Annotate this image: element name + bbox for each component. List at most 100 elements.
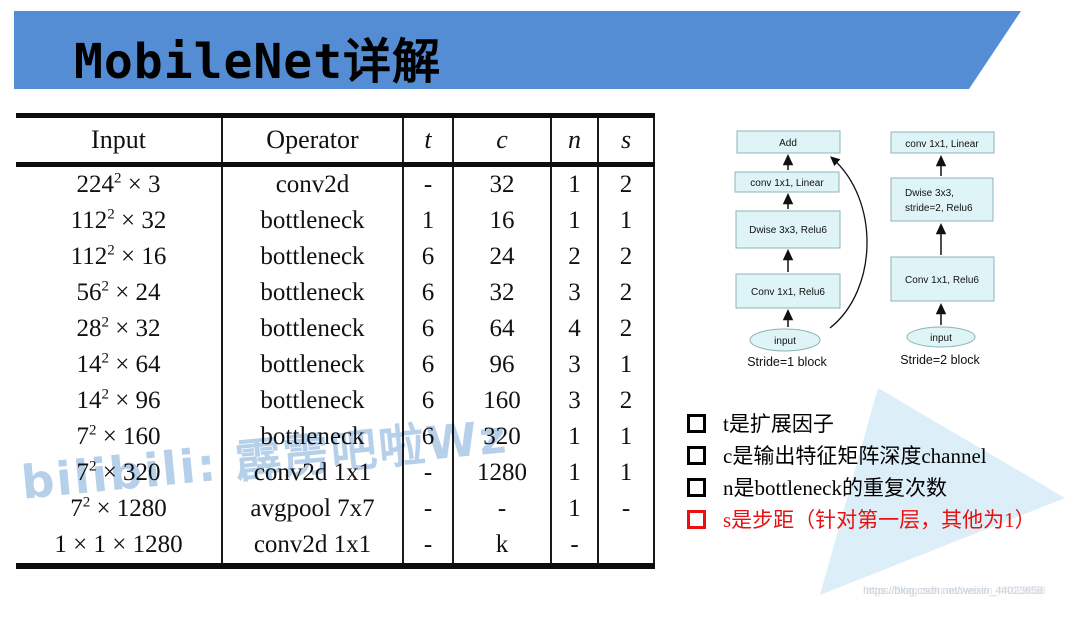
title-banner: MobileNet详解 xyxy=(14,11,1021,89)
t-cell: 6 xyxy=(402,239,453,275)
c-cell: - xyxy=(452,491,551,527)
s-cell xyxy=(597,527,655,566)
note-s: s是步距（针对第一层，其他为1） xyxy=(687,503,1036,535)
s-cell: 2 xyxy=(597,311,655,347)
n-cell: 1 xyxy=(550,419,598,455)
page-title: MobileNet详解 xyxy=(74,34,442,90)
operator-cell: bottleneck xyxy=(221,275,403,311)
block-conv-relu xyxy=(735,273,841,309)
t-cell: 1 xyxy=(402,203,453,239)
col-header-operator: Operator xyxy=(221,115,403,167)
table-header-row: Input Operator t c n s xyxy=(16,115,655,167)
s-cell: 1 xyxy=(597,203,655,239)
block-dwise xyxy=(735,210,841,249)
operator-cell: bottleneck xyxy=(221,347,403,383)
s-cell: 1 xyxy=(597,455,655,491)
input-label: input xyxy=(774,336,796,347)
block-conv-linear xyxy=(734,171,840,193)
c-cell: 32 xyxy=(452,275,551,311)
c-cell: 32 xyxy=(452,164,551,203)
c-cell: k xyxy=(452,527,551,566)
diagram-stride2-block: conv 1x1, Linear Dwise 3x3, stride=2, Re… xyxy=(890,131,995,367)
n-cell: 3 xyxy=(550,383,598,419)
url-watermark: https://blog.csdn.net/weixin_44023658 xyxy=(863,585,1043,597)
c-cell: 24 xyxy=(452,239,551,275)
input-cell: 72 × 160 xyxy=(76,422,161,450)
col-header-t: t xyxy=(402,115,453,167)
block-dwise xyxy=(890,177,994,222)
col-header-input: Input xyxy=(16,115,222,167)
input-cell: 72 × 320 xyxy=(76,458,161,486)
c-cell: 96 xyxy=(452,347,551,383)
block-conv-relu-label: Conv 1x1, Relu6 xyxy=(905,275,979,286)
input-label: input xyxy=(930,333,952,344)
t-cell: 6 xyxy=(402,311,453,347)
n-cell: 1 xyxy=(550,203,598,239)
n-cell: 4 xyxy=(550,311,598,347)
block-dwise-label: Dwise 3x3, Relu6 xyxy=(749,225,827,236)
block-conv-linear-label: conv 1x1, Linear xyxy=(905,139,979,150)
parameter-notes: t是扩展因子 c是输出特征矩阵深度channel n是bottleneck的重复… xyxy=(687,407,1036,535)
square-bullet-icon xyxy=(687,445,706,465)
diagram-caption: Stride=1 block xyxy=(747,355,827,369)
t-cell: 6 xyxy=(402,275,453,311)
n-cell: - xyxy=(550,527,598,566)
n-cell: 2 xyxy=(550,239,598,275)
n-cell: 3 xyxy=(550,347,598,383)
operator-cell: conv2d 1x1 xyxy=(221,455,403,491)
input-cell: 2242 × 3 xyxy=(76,170,161,198)
t-cell: 6 xyxy=(402,383,453,419)
s-cell: - xyxy=(597,491,655,527)
c-cell: 320 xyxy=(452,419,551,455)
input-ellipse xyxy=(749,328,821,352)
t-cell: - xyxy=(402,491,453,527)
triangle-decoration xyxy=(820,388,1065,595)
operator-cell: avgpool 7x7 xyxy=(221,491,403,527)
note-text: c是输出特征矩阵深度channel xyxy=(723,444,987,468)
operator-cell: bottleneck xyxy=(221,239,403,275)
square-bullet-icon xyxy=(687,477,706,497)
block-dwise-label-line1: Dwise 3x3, xyxy=(905,188,954,199)
input-cell: 142 × 96 xyxy=(76,386,161,414)
square-bullet-icon xyxy=(687,509,706,529)
note-n: n是bottleneck的重复次数 xyxy=(687,471,1036,503)
diagram-stride1-block: Add conv 1x1, Linear Dwise 3x3, Relu6 Co… xyxy=(734,130,868,369)
note-text: n是bottleneck的重复次数 xyxy=(723,476,947,500)
block-conv-linear xyxy=(890,131,995,154)
input-cell: 72 × 1280 xyxy=(70,494,167,522)
s-cell: 2 xyxy=(597,275,655,311)
operator-cell: conv2d 1x1 xyxy=(221,527,403,566)
c-cell: 1280 xyxy=(452,455,551,491)
input-cell: 1 × 1 × 1280 xyxy=(54,531,183,558)
c-cell: 64 xyxy=(452,311,551,347)
skip-connection-arrow xyxy=(829,156,868,329)
t-cell: - xyxy=(402,455,453,491)
diagram-caption: Stride=2 block xyxy=(900,353,980,367)
s-cell: 2 xyxy=(597,164,655,203)
block-conv-relu-label: Conv 1x1, Relu6 xyxy=(751,287,825,298)
square-bullet-icon xyxy=(687,413,706,433)
c-cell: 16 xyxy=(452,203,551,239)
note-t: t是扩展因子 xyxy=(687,407,1036,439)
operator-cell: conv2d xyxy=(221,164,403,203)
t-cell: - xyxy=(402,527,453,566)
operator-cell: bottleneck xyxy=(221,383,403,419)
block-conv-linear-label: conv 1x1, Linear xyxy=(750,178,824,189)
col-header-c: c xyxy=(452,115,551,167)
t-cell: - xyxy=(402,164,453,203)
c-cell: 160 xyxy=(452,383,551,419)
operator-cell: bottleneck xyxy=(221,203,403,239)
s-cell: 1 xyxy=(597,419,655,455)
block-add-label: Add xyxy=(779,138,797,149)
